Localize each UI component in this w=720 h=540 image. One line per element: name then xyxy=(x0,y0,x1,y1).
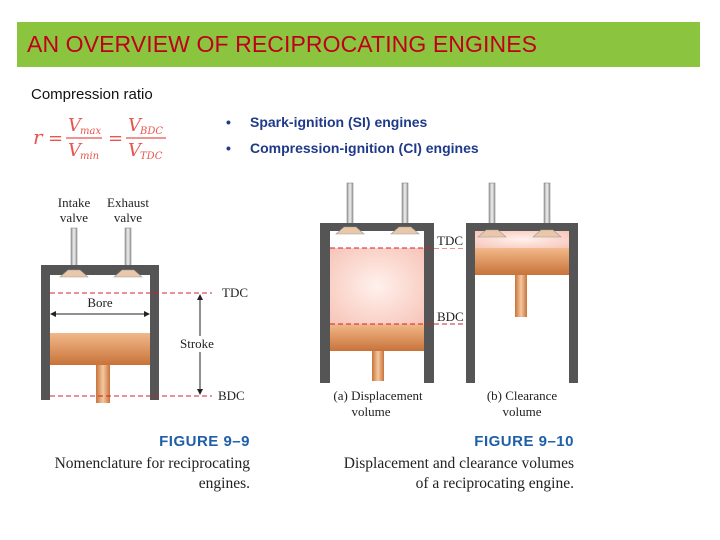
formula-den2: V xyxy=(128,140,143,161)
figure-caption-text: of a reciprocating engine. xyxy=(416,475,574,492)
intake-label: Intake xyxy=(58,195,91,210)
cylinder-head xyxy=(41,265,159,275)
title-bar: AN OVERVIEW OF RECIPROCATING ENGINES xyxy=(17,22,700,67)
displacement-label: volume xyxy=(352,404,391,419)
formula-den1-sub: min xyxy=(80,151,99,162)
section-subtitle: Compression ratio xyxy=(31,86,153,103)
figure-caption-text: engines. xyxy=(199,475,250,492)
cylinder-wall-left xyxy=(320,223,330,383)
piston xyxy=(50,333,150,365)
formula-num1: V xyxy=(68,115,83,136)
intake-valve-stem xyxy=(70,227,78,271)
tdc-label: TDC xyxy=(222,285,248,300)
valve-stem xyxy=(346,182,354,229)
figure-9-10-caption: FIGURE 9–10 Displacement and clearance v… xyxy=(344,433,574,492)
compression-ratio-formula: r = V max V min = V BDC V TDC xyxy=(33,115,166,162)
formula-num2-sub: BDC xyxy=(139,126,163,137)
formula-den1: V xyxy=(68,140,83,161)
formula-num1-sub: max xyxy=(80,126,101,137)
bullet-marker: • xyxy=(226,114,231,130)
piston xyxy=(475,248,569,275)
exhaust-valve-stem xyxy=(124,227,132,271)
exhaust-label: Exhaust xyxy=(107,195,149,210)
figure-9-9: Intake valve Exhaust valve TDC Bore Stro… xyxy=(41,195,250,492)
bdc-label: BDC xyxy=(218,388,245,403)
cylinder-wall-right xyxy=(569,223,578,383)
stroke-label-bg xyxy=(176,336,218,352)
exhaust-valve-head xyxy=(113,269,143,278)
valve-stem xyxy=(543,182,551,229)
valve-head xyxy=(477,229,507,238)
engine-type-list: • Spark-ignition (SI) engines • Compressio… xyxy=(226,114,479,166)
valve-stem xyxy=(401,182,409,229)
tdc-label-bg xyxy=(434,233,466,248)
formula-lhs: r xyxy=(33,125,44,149)
list-item-text: Compression-ignition (CI) engines xyxy=(250,140,479,156)
formula-den2-sub: TDC xyxy=(140,151,163,162)
tdc-label: TDC xyxy=(437,233,463,248)
valve-head xyxy=(532,229,562,238)
valve-head xyxy=(390,226,420,235)
cylinder-head xyxy=(320,223,434,231)
valve-head xyxy=(335,226,365,235)
list-item: • Spark-ignition (SI) engines xyxy=(226,114,479,140)
cylinder-wall-left xyxy=(466,223,475,383)
displacement-label: (a) Displacement xyxy=(333,388,423,403)
list-item: • Compression-ignition (CI) engines xyxy=(226,140,479,166)
page-title: AN OVERVIEW OF RECIPROCATING ENGINES xyxy=(27,31,538,57)
intake-label: valve xyxy=(60,210,88,225)
connecting-rod xyxy=(372,351,384,381)
figure-9-10-clearance: (b) Clearance volume xyxy=(466,182,578,419)
connecting-rod xyxy=(515,275,527,317)
valve-stem xyxy=(488,182,496,229)
intake-valve-head xyxy=(59,269,89,278)
list-item-text: Spark-ignition (SI) engines xyxy=(250,114,428,130)
stroke-label: Stroke xyxy=(180,336,214,351)
figure-caption-title: FIGURE 9–9 xyxy=(159,433,250,450)
displacement-volume xyxy=(330,248,424,324)
cylinder-wall-right xyxy=(424,223,434,383)
cylinder-wall-left xyxy=(41,265,50,400)
cylinder-head xyxy=(466,223,578,231)
formula-num2: V xyxy=(128,115,143,136)
connecting-rod xyxy=(96,365,110,403)
figure-9-10-displacement: (a) Displacement volume xyxy=(320,182,434,419)
bore-label: Bore xyxy=(87,295,113,310)
bullet-marker: • xyxy=(226,140,231,156)
formula-equals-2: = xyxy=(108,128,123,149)
piston xyxy=(330,324,424,351)
bdc-label: BDC xyxy=(437,309,464,324)
figure-caption-text: Nomenclature for reciprocating xyxy=(55,455,251,472)
exhaust-label: valve xyxy=(114,210,142,225)
figure-caption-text: Displacement and clearance volumes xyxy=(344,455,574,472)
cylinder-wall-right xyxy=(150,265,159,400)
figure-caption-title: FIGURE 9–10 xyxy=(474,433,574,450)
clearance-label: (b) Clearance xyxy=(487,388,558,403)
formula-equals: = xyxy=(48,128,63,149)
clearance-label: volume xyxy=(503,404,542,419)
